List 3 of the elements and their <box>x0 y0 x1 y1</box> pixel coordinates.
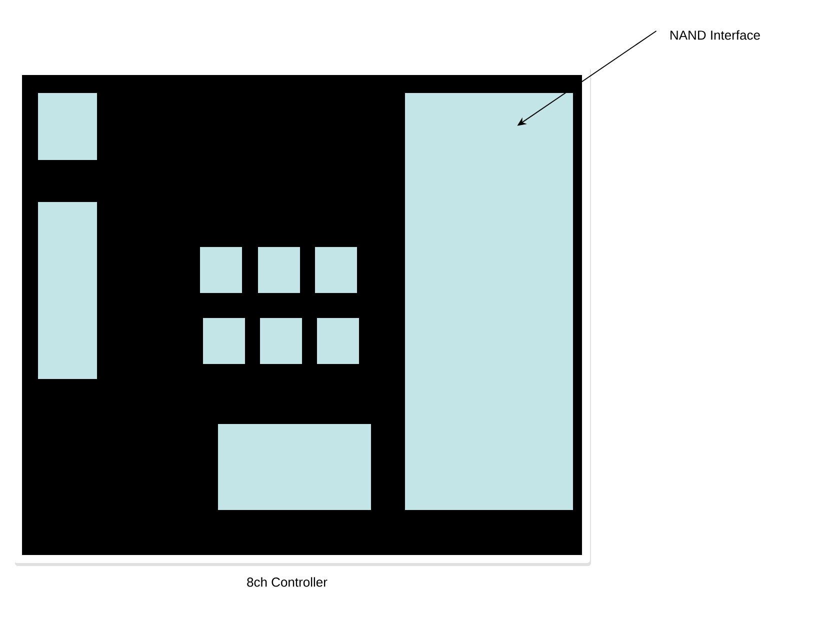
caption: 8ch Controller <box>247 577 328 587</box>
interface-block <box>405 93 573 510</box>
label-text: NAND Interface <box>670 30 760 40</box>
